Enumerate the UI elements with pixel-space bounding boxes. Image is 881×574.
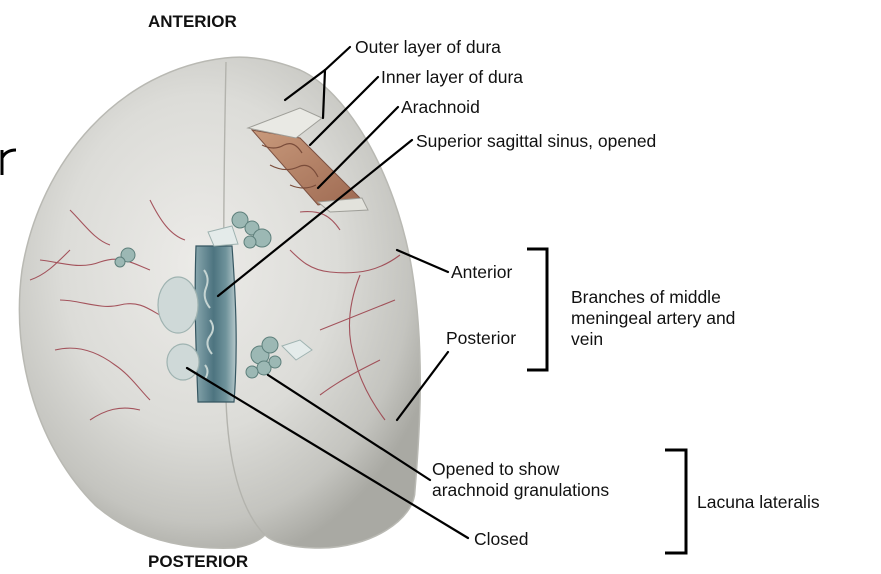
label-opened-line-1: Opened to show <box>432 459 560 479</box>
anterior-orientation-label: ANTERIOR <box>148 12 237 31</box>
label-opened-line-2: arachnoid granulations <box>432 480 609 500</box>
label-anterior-branch: Anterior <box>451 262 512 282</box>
label-closed: Closed <box>474 529 528 549</box>
label-meningeal-line-3: vein <box>571 329 603 349</box>
label-posterior-branch: Posterior <box>446 328 516 348</box>
dura-mater-illustration <box>19 57 420 548</box>
label-meningeal-line-1: Branches of middle <box>571 287 721 307</box>
label-meningeal-line-2: meningeal artery and <box>571 308 735 328</box>
partial-letter-fragment <box>2 150 16 175</box>
label-superior-sagittal-sinus: Superior sagittal sinus, opened <box>416 131 656 151</box>
lacuna-left-lower <box>167 344 199 380</box>
posterior-orientation-label: POSTERIOR <box>148 552 248 571</box>
lacuna-left-upper <box>158 277 198 333</box>
lacuna-bracket <box>665 450 686 553</box>
label-arachnoid: Arachnoid <box>401 97 480 117</box>
label-outer-layer-of-dura: Outer layer of dura <box>355 37 501 57</box>
label-inner-layer-of-dura: Inner layer of dura <box>381 67 523 87</box>
meningeal-bracket <box>527 249 547 370</box>
label-lacuna-lateralis: Lacuna lateralis <box>697 492 820 512</box>
superior-sagittal-sinus <box>195 246 236 402</box>
